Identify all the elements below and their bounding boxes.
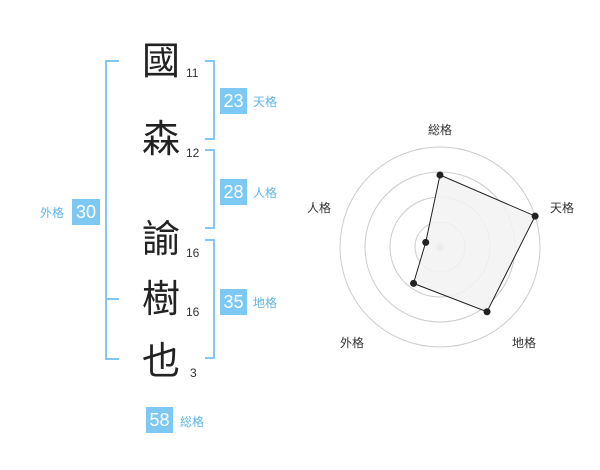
jinkaku-value: 28 bbox=[220, 179, 247, 205]
stroke-count-2: 12 bbox=[186, 146, 200, 160]
chikaku-bracket bbox=[205, 239, 215, 359]
stroke-count-5: 3 bbox=[190, 366, 197, 380]
radar-point-0 bbox=[436, 171, 444, 179]
radar-axis-label-chikaku: 地格 bbox=[512, 336, 537, 350]
stroke-count-3: 16 bbox=[186, 246, 200, 260]
chikaku-label: 地格 bbox=[253, 296, 278, 310]
gaikaku-bracket bbox=[105, 60, 119, 360]
radar-axis-label-gaikaku: 外格 bbox=[340, 336, 365, 350]
jinkaku-label: 人格 bbox=[253, 186, 278, 200]
name-char-2: 森 bbox=[142, 117, 181, 161]
soukaku-label: 総格 bbox=[180, 415, 205, 429]
chikaku-value: 35 bbox=[220, 289, 247, 315]
radar-axis-label-tenkaku: 天格 bbox=[550, 201, 575, 215]
tenkaku-label: 天格 bbox=[253, 95, 278, 109]
name-char-3: 諭 bbox=[142, 217, 181, 261]
radar-point-3 bbox=[410, 279, 418, 287]
name-char-1: 國 bbox=[142, 39, 181, 83]
radar-chart bbox=[300, 110, 600, 370]
name-char-5: 也 bbox=[142, 339, 181, 383]
radar-point-2 bbox=[483, 308, 491, 316]
radar-point-1 bbox=[531, 212, 539, 220]
stroke-count-1: 11 bbox=[186, 66, 199, 80]
tenkaku-value: 23 bbox=[220, 88, 247, 114]
radar-point-4 bbox=[422, 238, 430, 246]
radar-axis-label-soukaku: 総格 bbox=[428, 123, 453, 137]
name-char-4: 樹 bbox=[142, 277, 181, 321]
gaikaku-value: 30 bbox=[72, 199, 100, 225]
tenkaku-bracket bbox=[205, 60, 215, 140]
radar-series-polygon bbox=[412, 174, 536, 313]
gaikaku-label: 外格 bbox=[40, 206, 65, 220]
radar-svg bbox=[339, 146, 541, 348]
jinkaku-bracket bbox=[205, 149, 215, 229]
gaikaku-bracket-tick bbox=[105, 298, 119, 300]
radar-axis-label-jinkaku: 人格 bbox=[307, 201, 332, 215]
soukaku-value: 58 bbox=[146, 407, 173, 433]
radar-ring-4 bbox=[339, 146, 541, 348]
stroke-count-4: 16 bbox=[186, 305, 200, 319]
